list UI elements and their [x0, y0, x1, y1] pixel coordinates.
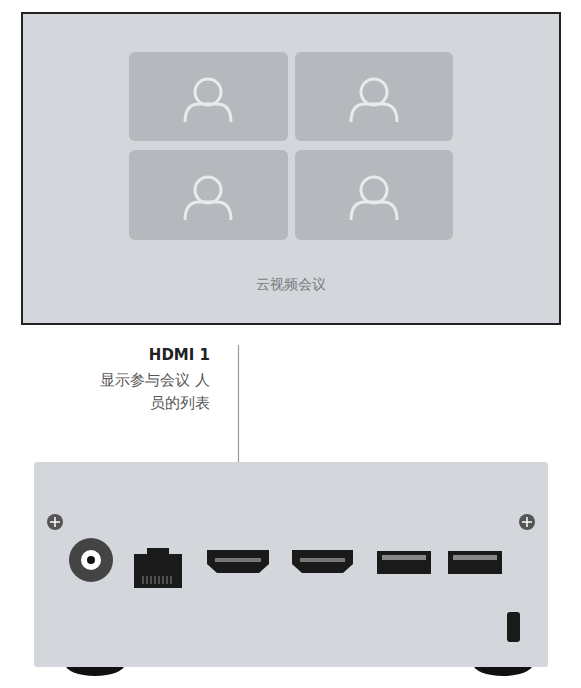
power-jack	[69, 538, 113, 582]
screen-box: 云视频会议	[21, 12, 561, 325]
device-housing	[34, 462, 548, 676]
usb-port	[377, 551, 502, 574]
video-tiles	[129, 52, 453, 240]
lock-slot	[507, 612, 520, 642]
hdmi-port	[292, 550, 353, 573]
port-name: HDMI 1	[50, 344, 210, 367]
hdmi-port	[207, 550, 269, 573]
screen-caption: 云视频会议	[23, 276, 559, 294]
ethernet-port	[134, 548, 182, 588]
screen-ground	[21, 12, 561, 325]
port-description: 显示参与会议 人员的列表	[100, 369, 210, 415]
